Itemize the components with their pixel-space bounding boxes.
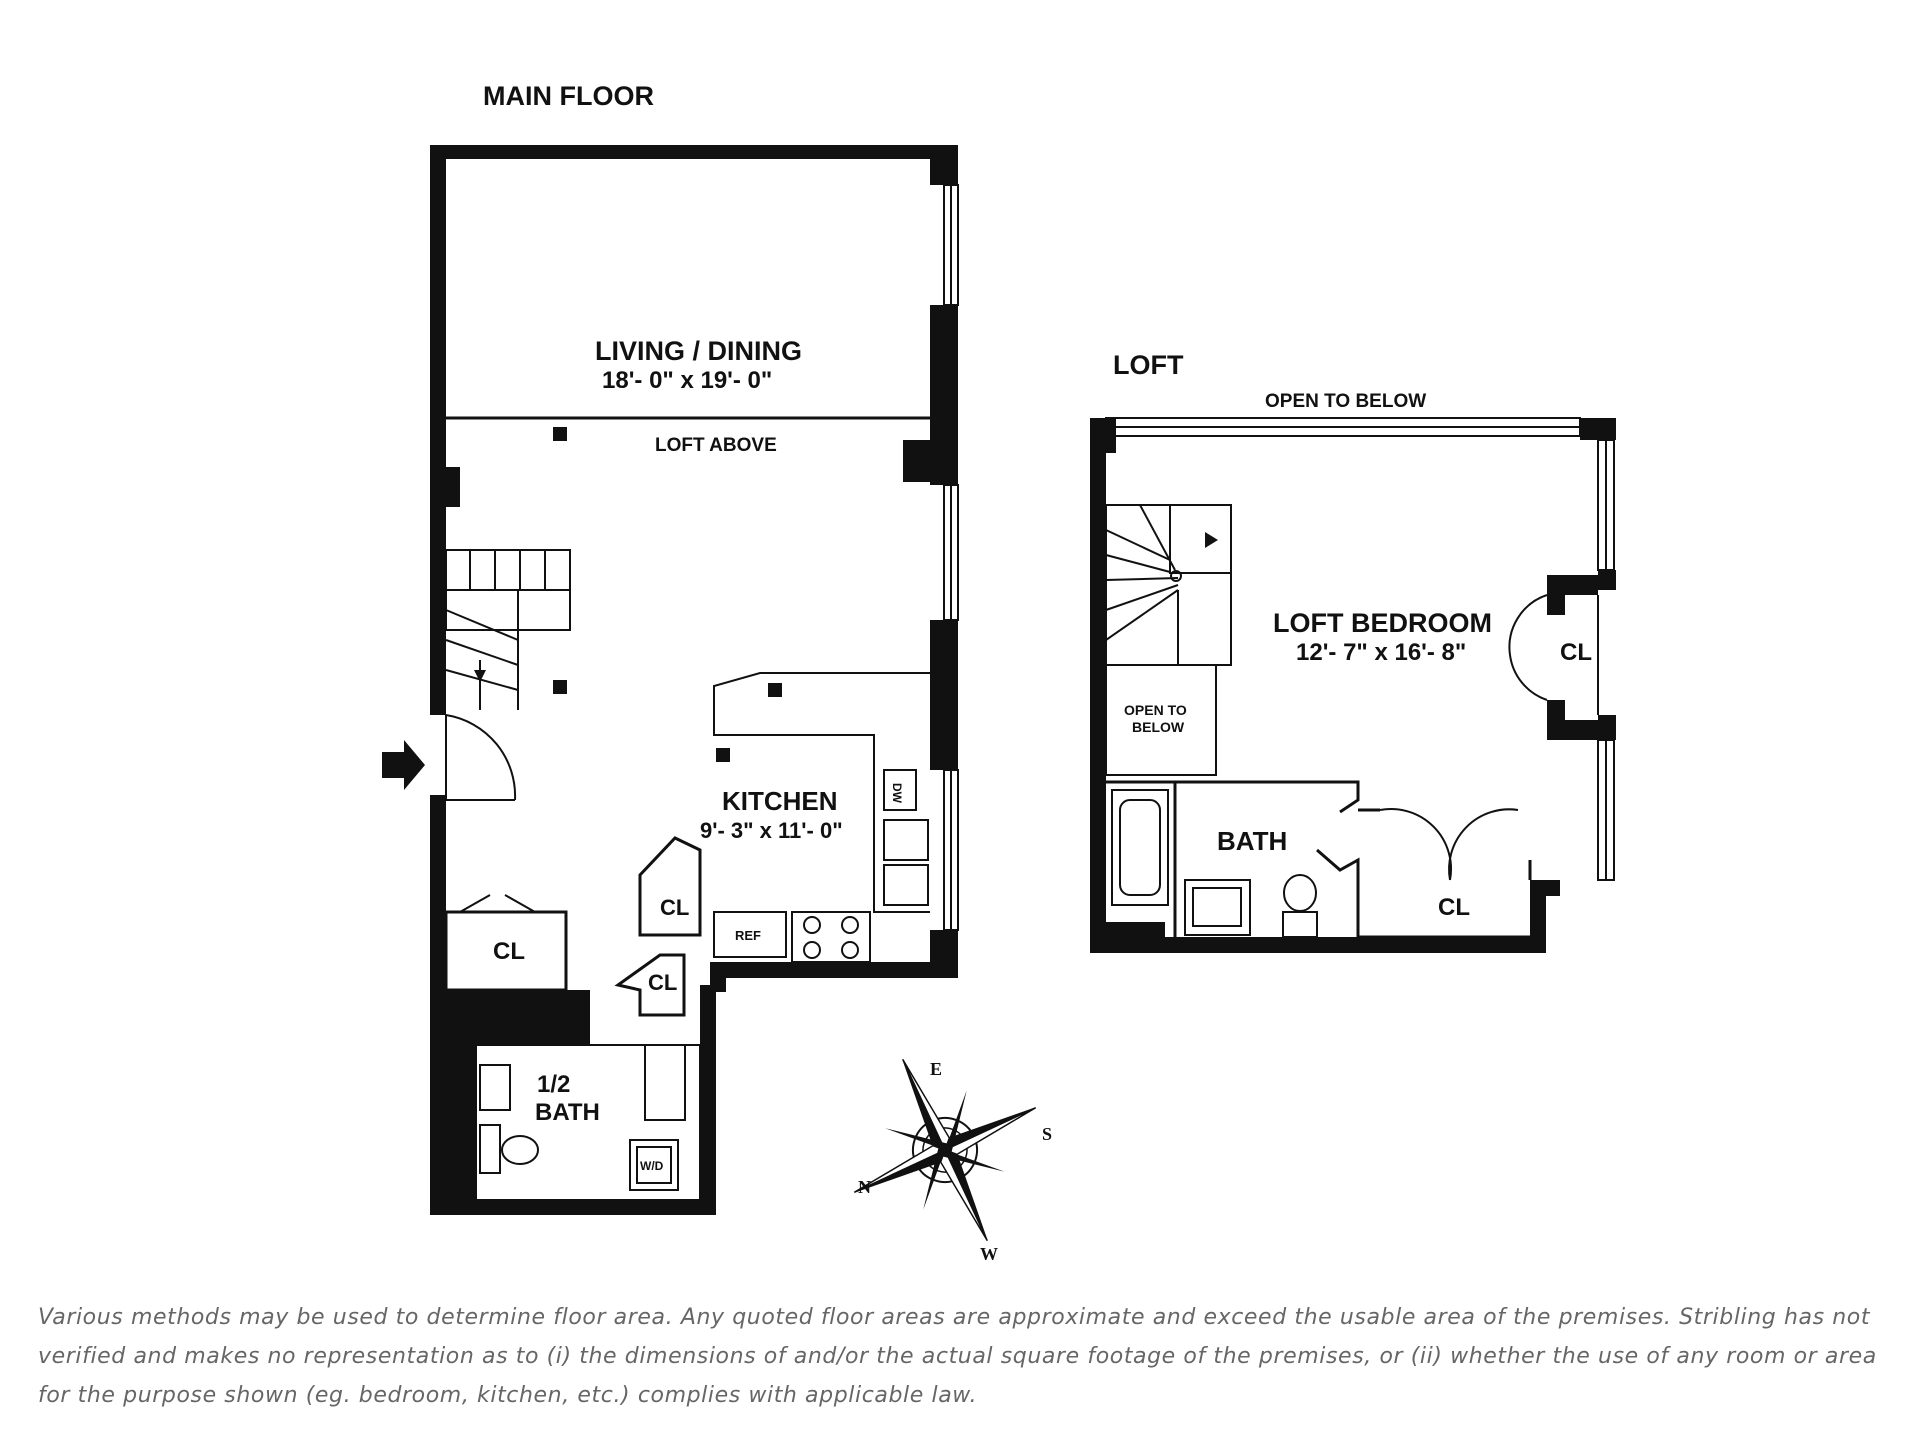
loft-above-label: LOFT ABOVE <box>655 435 777 456</box>
loft-closets <box>1358 807 1532 939</box>
living-dining-dims: 18'- 0" x 19'- 0" <box>602 367 772 394</box>
entry-door <box>445 714 517 801</box>
loft-bath-fixtures <box>1111 789 1318 938</box>
half-bath-fixtures <box>475 1044 701 1201</box>
entry-closet <box>444 894 568 992</box>
kitchen-closets <box>614 836 702 1017</box>
loft-bedroom-label: LOFT BEDROOM <box>1273 608 1492 638</box>
open-to-below-top-label: OPEN TO BELOW <box>1265 391 1426 412</box>
compass-south: S <box>1042 1124 1052 1144</box>
loft-title: LOFT <box>1113 350 1184 380</box>
loft-stair-arrow <box>1205 532 1218 548</box>
refrigerator-label: REF <box>735 928 761 943</box>
half-bath-label-line2: BATH <box>535 1099 600 1126</box>
main-floor-title: MAIN FLOOR <box>483 81 654 111</box>
loft-side-closet-door <box>1508 594 1548 701</box>
open-to-below-box <box>1105 664 1217 776</box>
disclaimer-text: Various methods may be used to determine… <box>38 1305 1877 1408</box>
open-to-below-box-line1: OPEN TO <box>1124 702 1187 718</box>
loft-bedroom-dims: 12'- 7" x 16'- 8" <box>1296 639 1466 666</box>
compass-north: N <box>858 1177 871 1197</box>
kitchen-closet-label-2: CL <box>648 970 677 995</box>
loft-open-railing <box>1105 417 1581 437</box>
loft-walls <box>1090 418 1616 953</box>
open-to-below-box-line2: BELOW <box>1132 719 1185 735</box>
kitchen-counters <box>713 672 930 963</box>
loft-bath-walls <box>1106 780 1360 937</box>
compass-rose-icon <box>853 1058 1037 1242</box>
stair-direction-arrow <box>474 670 486 682</box>
loft-stairs <box>1105 504 1232 666</box>
half-bath-label-line1: 1/2 <box>537 1071 570 1098</box>
entry-arrow-icon <box>382 740 425 790</box>
compass-west: W <box>980 1244 998 1264</box>
dishwasher-label: DW <box>890 783 904 804</box>
main-floor-walls <box>430 145 958 1215</box>
loft-closet-label-1: CL <box>1438 894 1470 921</box>
kitchen-dims: 9'- 3" x 11'- 0" <box>700 818 843 843</box>
compass-east: E <box>930 1059 942 1079</box>
loft-bath-label: BATH <box>1217 826 1287 856</box>
kitchen-closet-label-1: CL <box>660 895 689 920</box>
loft-closet-label-2: CL <box>1560 639 1592 666</box>
kitchen-label: KITCHEN <box>722 786 838 816</box>
main-floor-windows <box>943 184 959 931</box>
living-dining-label: LIVING / DINING <box>595 336 802 366</box>
entry-closet-label: CL <box>493 938 525 965</box>
loft-windows <box>1597 439 1615 881</box>
stove-burners-icon <box>803 916 859 959</box>
washer-dryer-label: W/D <box>640 1159 664 1173</box>
main-stairs <box>445 549 571 710</box>
